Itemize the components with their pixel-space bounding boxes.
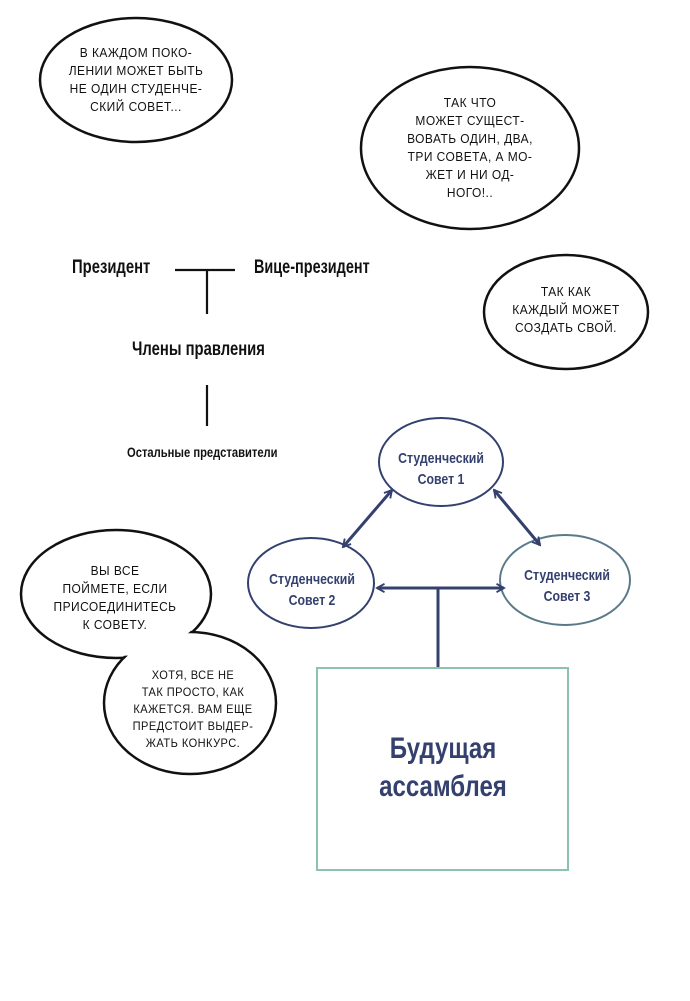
bubble-line: кажется. вам еще	[133, 702, 253, 716]
bubble-line: создать свой.	[515, 320, 617, 335]
bubble-line: предстоит выдер-	[132, 719, 254, 733]
bubble-line: ский совет...	[90, 99, 182, 114]
council-line: Совет 2	[288, 592, 336, 609]
bubble-line: ного!..	[446, 185, 494, 200]
council-1-label: Студенческий Совет 1	[390, 448, 492, 490]
bubble-text-bottom-upper: вы все поймете, если присоединитесь к со…	[46, 562, 184, 634]
bubble-line: может сущест-	[415, 113, 525, 128]
bubble-line: так что	[443, 95, 497, 110]
bubble-text-bottom-lower: хотя, все не так просто, как кажется. ва…	[124, 667, 262, 752]
bubble-line: не один студенче-	[69, 81, 203, 96]
assembly-box	[316, 667, 569, 871]
council-3-label: Студенческий Совет 3	[514, 565, 621, 607]
org-chart-lines	[175, 268, 235, 426]
bubble-text-top-right: так что может сущест- вовать один, два, …	[406, 94, 535, 202]
org-board-members: Члены правления	[132, 339, 265, 360]
bubble-line: жет и ни од-	[425, 167, 515, 182]
speech-bubble-top-left	[38, 16, 234, 144]
bubble-line: так просто, как	[141, 685, 245, 699]
bubble-line: присоединитесь	[53, 599, 177, 614]
council-line: Совет 3	[543, 588, 591, 605]
bubble-line: к совету.	[82, 617, 148, 632]
bubble-text-right: так как каждый может создать свой.	[505, 283, 626, 337]
bubble-line: хотя, все не	[151, 668, 235, 682]
assembly-line: Будущая	[389, 732, 497, 765]
assembly-line: ассамблея	[379, 770, 507, 803]
bubble-line: вы все	[90, 563, 140, 578]
bubble-line: так как	[540, 284, 592, 299]
assembly-label: Будущая ассамблея	[342, 730, 544, 806]
bubble-line: каждый может	[512, 302, 620, 317]
org-vice-president: Вице-президент	[254, 257, 370, 278]
council-line: Совет 1	[417, 471, 465, 488]
bubble-line: поймете, если	[62, 581, 168, 596]
bubble-line: лении может быть	[68, 63, 204, 78]
org-other-representatives: Остальные представители	[127, 444, 278, 460]
council-line: Студенческий	[524, 567, 610, 584]
bubble-line: жать конкурс.	[145, 736, 241, 750]
bubble-line: вовать один, два,	[407, 131, 533, 146]
council-1-ellipse	[378, 417, 504, 507]
council-arrows	[343, 490, 540, 668]
org-president: Президент	[72, 257, 151, 278]
council-line: Студенческий	[269, 571, 355, 588]
bubble-line: в каждом поко-	[79, 45, 193, 60]
council-3-ellipse	[499, 534, 631, 626]
speech-bubble-right	[482, 253, 650, 371]
bubble-text-top-left: в каждом поко- лении может быть не один …	[62, 44, 209, 116]
bubble-line: три совета, а мо-	[407, 149, 533, 164]
speech-bubble-top-right	[359, 65, 581, 231]
council-line: Студенческий	[398, 450, 484, 467]
council-2-ellipse	[247, 537, 375, 629]
council-2-label: Студенческий Совет 2	[260, 569, 363, 611]
speech-bubble-double	[19, 528, 278, 776]
